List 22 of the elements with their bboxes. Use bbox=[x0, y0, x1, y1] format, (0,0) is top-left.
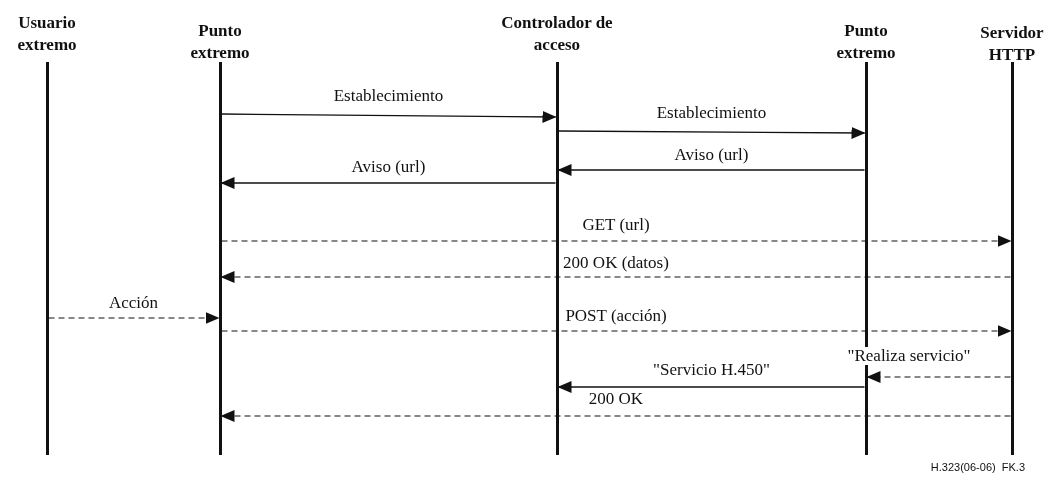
message-label: 200 OK (datos) bbox=[562, 254, 670, 272]
message-arrow bbox=[220, 410, 1012, 422]
message-arrow bbox=[866, 371, 1012, 383]
message-arrow bbox=[557, 126, 866, 139]
message-arrow bbox=[557, 164, 866, 176]
participant-label: Punto extremo bbox=[189, 20, 251, 64]
message-arrow bbox=[220, 325, 1012, 337]
participant-label: Controlador de acceso bbox=[500, 12, 614, 56]
message-arrow bbox=[47, 312, 220, 324]
message-label: Aviso (url) bbox=[673, 146, 750, 164]
message-label: POST (acción) bbox=[564, 307, 668, 325]
message-label: "Realiza servicio" bbox=[846, 347, 972, 365]
message-label: GET (url) bbox=[581, 216, 651, 234]
message-label: Aviso (url) bbox=[350, 158, 427, 176]
participant-label: Punto extremo bbox=[835, 20, 897, 64]
message-arrow bbox=[220, 271, 1012, 283]
participant-label: Usuario extremo bbox=[16, 12, 78, 56]
message-arrow bbox=[220, 235, 1012, 247]
message-arrow bbox=[220, 177, 557, 189]
message-arrow bbox=[220, 110, 557, 123]
message-arrow bbox=[557, 381, 866, 393]
participant-label: Servidor HTTP bbox=[979, 22, 1045, 66]
